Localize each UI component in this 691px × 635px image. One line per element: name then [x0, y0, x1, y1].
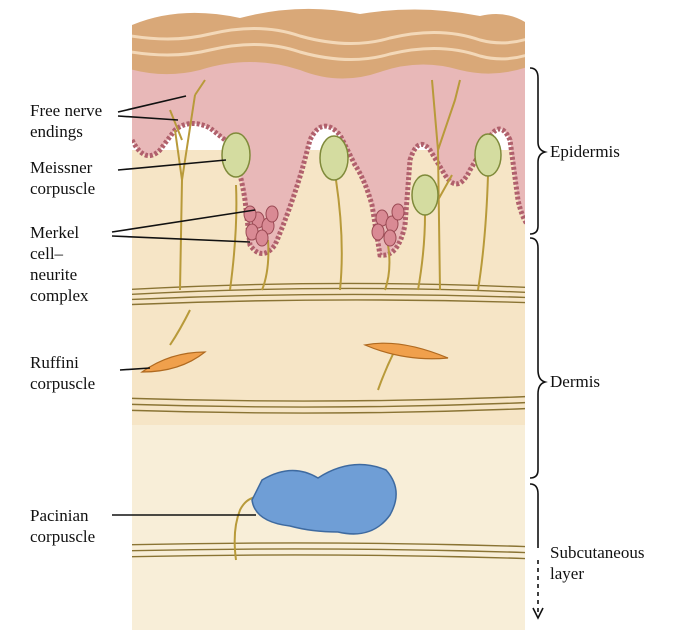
meissner-corpuscles — [221, 132, 502, 216]
basal-layer — [132, 121, 525, 258]
leader-lines — [111, 95, 256, 516]
subcutaneous-line-1: Subcutaneous — [550, 543, 645, 562]
pacinian-line-2: corpuscle — [30, 527, 96, 546]
collagen-fiber-bands — [132, 282, 525, 560]
dermis-text: Dermis — [550, 372, 601, 391]
merkel-cell-complexes — [243, 203, 405, 247]
epidermis-label: Epidermis — [550, 141, 620, 162]
free-nerve-endings-line-2: endings — [30, 122, 83, 141]
merkel-line-4: complex — [30, 286, 89, 305]
merkel-line-3: neurite — [30, 265, 78, 284]
stratum-corneum — [132, 8, 525, 79]
ruffini-line-2: corpuscle — [30, 374, 96, 393]
pacinian-corpuscle — [251, 463, 397, 535]
epidermis-region — [132, 40, 525, 256]
free-nerve-endings-label: Free nerve endings — [30, 100, 102, 142]
meissner-corpuscle-label: Meissner corpuscle — [30, 157, 95, 199]
dermis-region — [132, 150, 525, 425]
ruffini-corpuscles — [140, 342, 449, 373]
meissner-line-2: corpuscle — [30, 179, 96, 198]
ruffini-corpuscle-label: Ruffini corpuscle — [30, 352, 95, 394]
free-nerve-endings-line-1: Free nerve — [30, 101, 103, 120]
subcutaneous-line-2: layer — [550, 564, 584, 583]
subcutaneous-layer-label: Subcutaneous layer — [550, 542, 644, 584]
merkel-line-1: Merkel — [30, 223, 80, 242]
meissner-line-1: Meissner — [30, 158, 93, 177]
pacinian-corpuscle-label: Pacinian corpuscle — [30, 505, 95, 547]
epidermis-text: Epidermis — [550, 142, 620, 161]
dermis-label: Dermis — [550, 371, 600, 392]
layer-brackets — [529, 67, 548, 620]
merkel-complex-label: Merkel cell– neurite complex — [30, 222, 89, 306]
pacinian-line-1: Pacinian — [30, 506, 89, 525]
merkel-line-2: cell– — [30, 244, 64, 263]
ruffini-line-1: Ruffini — [30, 353, 79, 372]
